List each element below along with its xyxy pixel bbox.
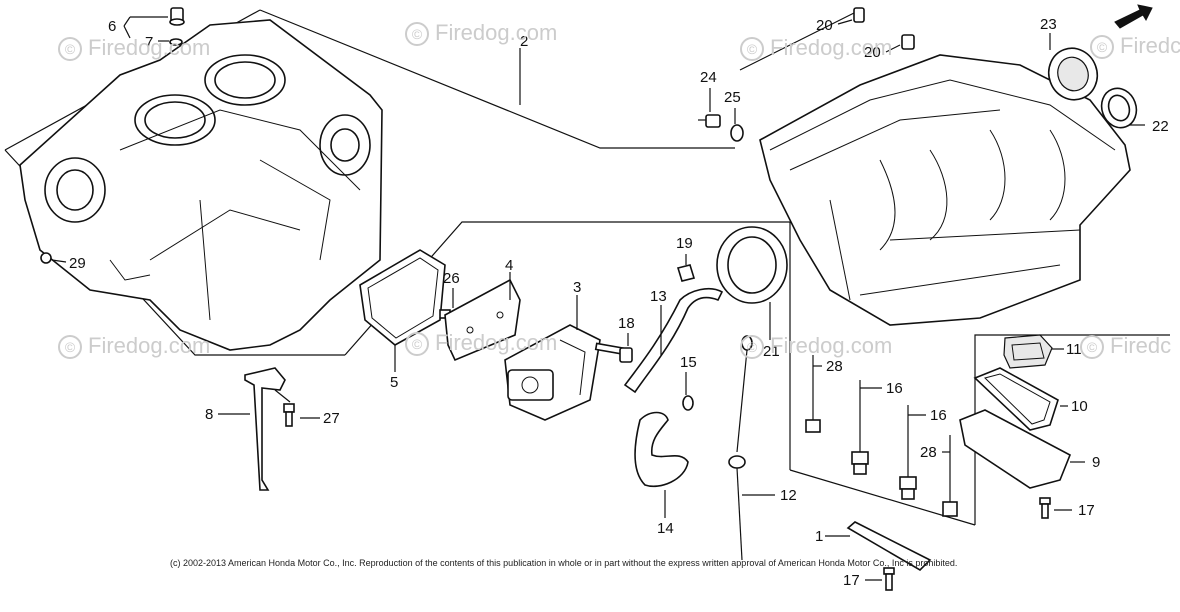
callout-20a: 20 — [816, 17, 833, 34]
watermark: Firedog.com — [740, 35, 892, 62]
watermark: Firedc — [1080, 333, 1171, 360]
hose-clip-19 — [676, 264, 696, 282]
callout-18: 18 — [618, 315, 635, 332]
dowel-pin-20b — [901, 34, 915, 50]
callout-19: 19 — [676, 235, 693, 252]
oil-seal-23 — [1047, 47, 1099, 101]
watermark: Firedc — [1090, 33, 1180, 60]
callout-16b: 16 — [930, 407, 947, 424]
bolt-18 — [594, 342, 633, 363]
copyright-circle-icon — [58, 37, 82, 62]
callout-22: 22 — [1152, 118, 1169, 135]
washer-25 — [730, 124, 744, 142]
callout-1: 1 — [815, 528, 823, 545]
callout-3: 3 — [573, 279, 581, 296]
callout-24: 24 — [700, 69, 717, 86]
bolt-24 — [698, 114, 721, 128]
callout-2: 2 — [520, 33, 528, 50]
callout-27: 27 — [323, 410, 340, 427]
callout-13: 13 — [650, 288, 667, 305]
copyright-notice: (c) 2002-2013 American Honda Motor Co., … — [170, 558, 958, 568]
callout-10: 10 — [1071, 398, 1088, 415]
callout-29: 29 — [69, 255, 86, 272]
cover-gasket — [359, 249, 446, 346]
oil-seal-large — [716, 226, 788, 304]
callout-28b: 28 — [920, 444, 937, 461]
oil-pump-body — [504, 324, 601, 421]
callout-20b: 20 — [864, 44, 881, 61]
o-ring-small — [169, 38, 183, 46]
callout-7: 7 — [145, 34, 153, 51]
callout-26: 26 — [443, 270, 460, 287]
bolt-16b — [899, 405, 917, 500]
watermark: Firedog.com — [740, 333, 892, 360]
watermark: Firedog.com — [58, 35, 210, 62]
breather-hose-lower — [634, 411, 689, 487]
bolt-17a — [1039, 497, 1051, 519]
bolt-16a — [851, 380, 869, 475]
watermark: Firedog.com — [405, 20, 557, 47]
bolt-28b — [942, 435, 958, 517]
callout-14: 14 — [657, 520, 674, 537]
oil-level-pipe — [244, 367, 286, 491]
callout-12: 12 — [780, 487, 797, 504]
callout-23: 23 — [1040, 16, 1057, 33]
callout-5: 5 — [390, 374, 398, 391]
bolt-28a — [805, 355, 821, 433]
copyright-circle-icon — [58, 335, 82, 360]
copyright-circle-icon — [1080, 335, 1104, 360]
watermark: Firedog.com — [405, 330, 557, 357]
callout-labels: 1 2 3 4 5 6 7 8 9 10 11 12 13 14 15 16 1… — [69, 16, 1169, 589]
callout-16a: 16 — [886, 380, 903, 397]
drain-plug-small — [40, 252, 52, 264]
copyright-circle-icon — [1090, 35, 1114, 60]
callout-6: 6 — [108, 18, 116, 35]
breather-plate-9 — [959, 409, 1072, 489]
hose-clip-15 — [682, 395, 694, 411]
breather-cover-11 — [1003, 334, 1053, 369]
callout-17a: 17 — [1078, 502, 1095, 519]
copyright-circle-icon — [405, 332, 429, 357]
breather-gasket-10 — [973, 367, 1059, 431]
front-arrow-icon — [1114, 4, 1153, 29]
cylinder-block — [19, 19, 383, 351]
breather-hose-upper — [623, 288, 724, 394]
crankcase — [759, 54, 1131, 326]
callout-4: 4 — [505, 257, 513, 274]
callout-11: 11 — [1066, 341, 1082, 358]
callout-15: 15 — [680, 354, 697, 371]
watermark: Firedog.com — [58, 333, 210, 360]
callout-21: 21 — [763, 343, 780, 360]
oil-gallery-plug — [169, 7, 185, 26]
copyright-circle-icon — [405, 22, 429, 47]
dowel-pin-20a — [853, 7, 865, 23]
oil-dipstick — [728, 335, 753, 561]
copyright-circle-icon — [740, 37, 764, 62]
callout-9: 9 — [1092, 454, 1100, 471]
bolt-27 — [283, 403, 295, 427]
callout-28a: 28 — [826, 358, 843, 375]
bolt-17b — [883, 567, 895, 591]
callout-8: 8 — [205, 406, 213, 423]
sealing-strip-1 — [846, 521, 932, 572]
callout-17b: 17 — [843, 572, 860, 589]
callout-25: 25 — [724, 89, 741, 106]
copyright-circle-icon — [740, 335, 764, 360]
oil-seal-22 — [1100, 87, 1138, 129]
